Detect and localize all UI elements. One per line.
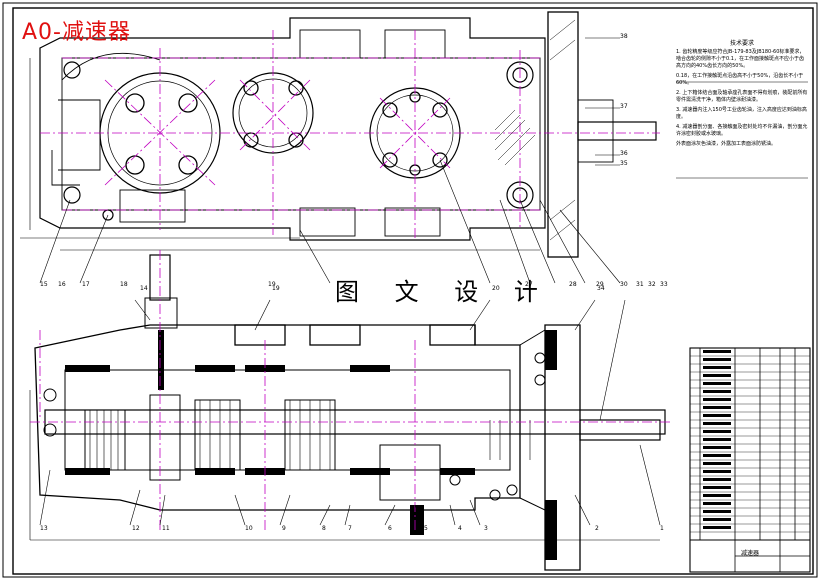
- parts-list-cell-mark: [703, 454, 731, 457]
- top-view-callout: 28: [569, 281, 577, 288]
- front-view-callout: 34: [597, 285, 605, 292]
- top-view-callout: 19: [268, 281, 276, 288]
- parts-list-cell-mark: [703, 438, 731, 441]
- front-view-leaders: [39, 299, 661, 526]
- parts-list-cell-mark: [703, 494, 731, 497]
- parts-list-cell-mark: [703, 446, 731, 449]
- top-view-callout: 29: [596, 281, 604, 288]
- front-view-callout: 6: [388, 525, 392, 532]
- front-view-callout: 2: [595, 525, 599, 532]
- front-view-callout: 5: [424, 525, 428, 532]
- front-view-centerlines: [30, 250, 670, 530]
- top-view-callout: 15: [40, 281, 48, 288]
- parts-list-cell-mark: [703, 358, 731, 361]
- parts-list-cell-mark: [703, 374, 731, 377]
- sheet-inner-border: [12, 7, 814, 575]
- technical-notes-title: 技术要求: [729, 40, 754, 47]
- front-view-callout: 13: [40, 525, 48, 532]
- top-view-hatching: [494, 19, 576, 241]
- parts-list-cell-mark: [703, 422, 731, 425]
- parts-list-cell-mark: [703, 406, 731, 409]
- watermark-text: 图 文 设 计: [335, 278, 552, 306]
- parts-list-entries: [703, 350, 731, 529]
- parts-list-cell-mark: [703, 470, 731, 473]
- parts-list-cell-mark: [703, 382, 731, 385]
- front-view-gear-teeth: [89, 400, 531, 470]
- front-view-callout: 12: [132, 525, 140, 532]
- parts-list-cell-mark: [703, 390, 731, 393]
- front-view-callout: 14: [140, 285, 148, 292]
- front-view-callout: 3: [484, 525, 488, 532]
- top-view-callout: 33: [660, 281, 668, 288]
- top-view: [20, 11, 657, 258]
- callout-labels: 3837363533323130292827191817161512345678…: [40, 33, 668, 532]
- front-view-callout: 4: [458, 525, 462, 532]
- parts-list-cell-mark: [703, 430, 731, 433]
- parts-list-cell-mark: [703, 526, 731, 529]
- top-view-bolt-holes: [125, 80, 448, 176]
- parts-list-cell-mark: [703, 478, 731, 481]
- technical-note: 1. 齿轮精度等级应符合JB-179-83及JB180-60标准要求，啮合齿轮的…: [676, 49, 805, 69]
- parts-list-cell-mark: [703, 518, 731, 521]
- drawing-title: A0-减速器: [22, 20, 131, 45]
- front-view-callout: 7: [348, 525, 352, 532]
- front-view-callout: 19: [272, 285, 280, 292]
- notes-block-lines: [676, 81, 808, 179]
- top-view-callout: 27: [525, 281, 533, 288]
- top-view-centerlines: [40, 30, 660, 240]
- front-view-callout: 8: [322, 525, 326, 532]
- top-view-callout: 32: [648, 281, 656, 288]
- parts-list-title: 减速器: [741, 550, 760, 557]
- technical-note: 3. 减速器内注入150号工业齿轮油，注入高度应达到油标高度。: [676, 107, 807, 120]
- top-view-callout: 17: [82, 281, 90, 288]
- front-view-callout: 9: [282, 525, 286, 532]
- technical-notes: 技术要求 1. 齿轮精度等级应符合JB-179-83及JB180-60标准要求，…: [676, 40, 808, 151]
- top-view-callout: 30: [620, 281, 628, 288]
- parts-list-cell-mark: [703, 502, 731, 505]
- top-view-leaders: [39, 37, 621, 284]
- parts-list-cell-mark: [703, 398, 731, 401]
- top-view-callout: 35: [620, 160, 628, 167]
- technical-note: 4. 减速器剖分面、各接触面及密封处均不许漏油，剖分面允许涂密封胶或水玻璃。: [676, 124, 808, 137]
- top-view-callout: 16: [58, 281, 66, 288]
- parts-list-cell-mark: [703, 486, 731, 489]
- parts-list-cell-mark: [703, 462, 731, 465]
- technical-note: 0.18，在工作接触斑点沿齿高不小于50%，沿齿长不小于60%。: [676, 73, 804, 86]
- top-view-callout: 31: [636, 281, 644, 288]
- parts-list-cell-mark: [703, 510, 731, 513]
- top-view-callout: 36: [620, 150, 628, 157]
- front-view-callout: 20: [492, 285, 500, 292]
- parts-list-cell-mark: [703, 366, 731, 369]
- top-view-callout: 37: [620, 103, 628, 110]
- top-view-callout: 18: [120, 281, 128, 288]
- front-view-bolt-holes: [43, 352, 546, 501]
- front-view-callout: 11: [162, 525, 170, 532]
- parts-list-cell-mark: [703, 350, 731, 353]
- top-view-callout: 38: [620, 33, 628, 40]
- parts-list-rows: [690, 355, 810, 533]
- front-view-callout: 1: [660, 525, 664, 532]
- technical-note: 2. 上下箱体结合面及轴承座孔表面不得有划痕，装配前所有零件需清洗干净，箱体内壁…: [676, 90, 808, 103]
- top-view-bearing-circles: [63, 61, 534, 221]
- front-view-callout: 10: [245, 525, 253, 532]
- technical-note: 外表面涂灰色油漆，外露加工表面涂防锈油。: [676, 141, 777, 147]
- parts-list-cell-mark: [703, 414, 731, 417]
